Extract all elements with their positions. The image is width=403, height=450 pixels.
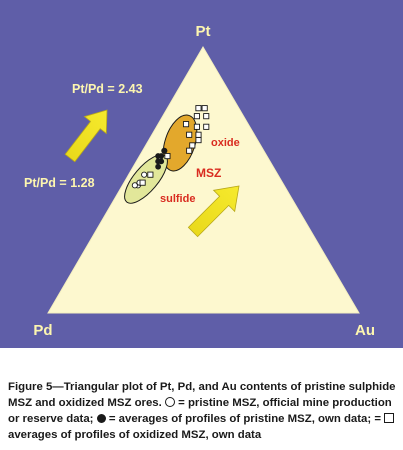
vertex-label-pt: Pt [196,23,211,40]
ratio-label-lower: Pt/Pd = 1.28 [24,176,95,190]
data-point-square-13 [164,153,171,160]
ratio-label-upper: Pt/Pd = 2.43 [72,82,143,96]
data-point-square-0 [195,105,202,112]
data-point-open-1 [131,182,138,189]
data-point-square-6 [182,121,190,128]
data-point-square-9 [195,137,202,144]
data-point-square-11 [186,147,193,154]
data-point-square-2 [193,113,200,120]
data-point-square-10 [189,142,196,149]
msz-label: MSZ [196,166,221,180]
data-point-square-8 [186,131,193,138]
vertex-label-pd: Pd [33,322,52,339]
open-square-icon [384,413,395,423]
data-point-filled-4 [158,158,165,165]
direction-arrow [187,185,240,238]
data-point-filled-0 [161,147,168,154]
data-point-square-1 [201,105,208,112]
figure-caption: Figure 5—Triangular plot of Pt, Pd, and … [8,379,400,443]
data-point-square-12 [139,179,146,186]
caption-part-1: Figure 5—Triangular plot of Pt, Pd, and … [8,381,396,409]
ternary-triangle [47,46,360,314]
data-point-square-4 [203,123,210,130]
data-point-square-5 [193,123,200,130]
data-point-open-3 [141,171,148,178]
vertex-label-au: Au [355,322,375,339]
ratio-arrow [64,109,108,163]
oxide-label: oxide [211,137,240,149]
data-point-square-14 [147,171,154,178]
open-circle-icon [164,397,175,407]
caption-part-3: = averages of profiles of pristine MSZ, … [108,413,381,425]
sulfide-label: sulfide [160,193,195,205]
caption-part-2: = pristine MSZ, official mine production… [8,397,392,425]
filled-circle-icon [96,414,106,423]
data-point-filled-5 [155,163,162,170]
caption-part-4: averages of profiles of oxidized MSZ, ow… [8,429,262,441]
data-point-filled-3 [158,153,165,159]
data-point-square-7 [195,131,202,138]
data-point-square-3 [203,113,210,120]
